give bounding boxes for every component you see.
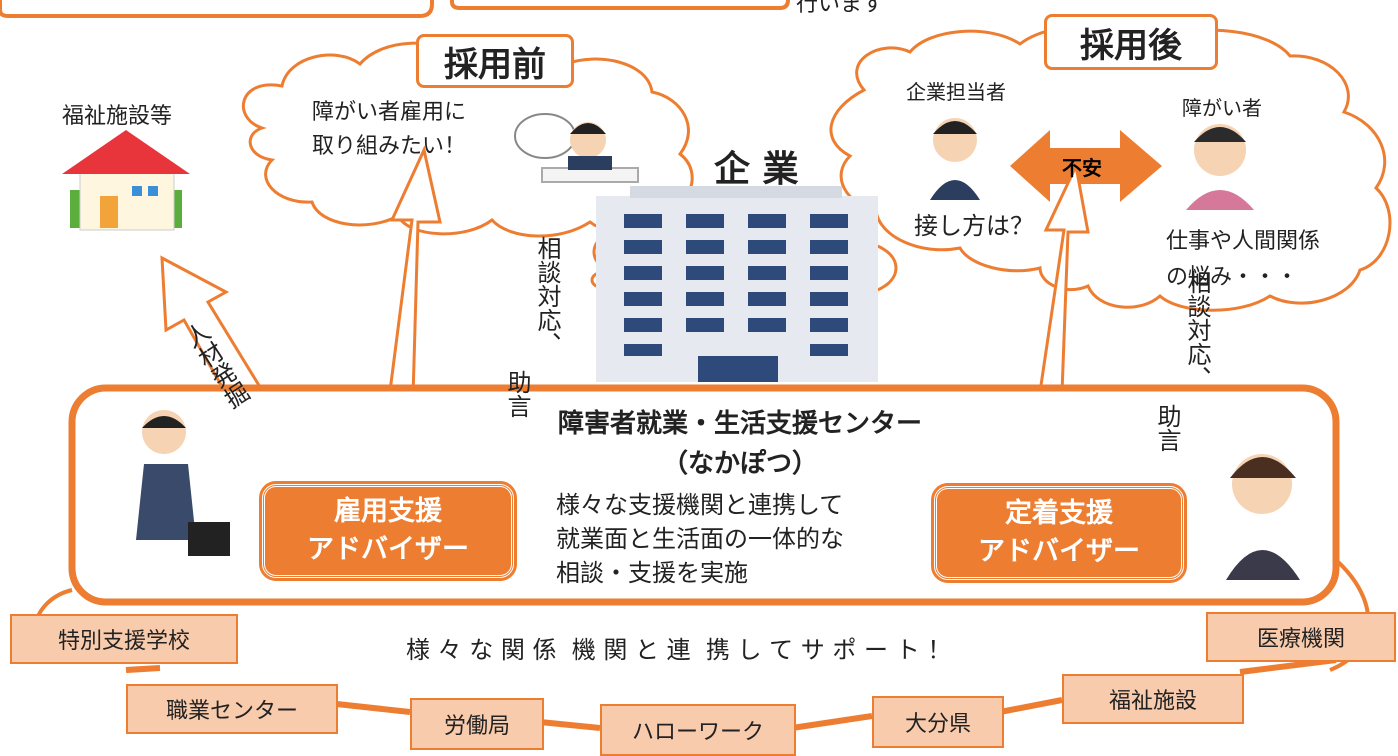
network-connectors [125,657,1337,731]
org-welfare-facility: 福祉施設 [1062,674,1244,724]
network-caption: 様 々 な 関 係 機 関 と 連 携 し て サ ポ ー ト ！ [406,636,952,664]
retention-advisor-box: 定着支援 アドバイザー [931,483,1187,583]
support-center-description: 様々な支援機関と連携して 就業面と生活面の一体的な 相談・支援を実施 [556,488,844,590]
thought-before-text: 障がい者雇用に 取り組みたい！ [312,96,466,164]
company-label: 企 業 [714,149,799,190]
walking-man-illustration [136,410,230,556]
top-left-partial-box [0,0,434,18]
speech-bubble-small [514,113,576,159]
company-staff-label: 企業担当者 [906,80,1006,104]
company-staff-question: 接し方は？ [914,212,1034,240]
after-hiring-tag: 採用後 [1044,14,1218,70]
consult-before-line2: 助言 [503,370,531,418]
consult-before-label: 相談対応、 助言 [382,236,562,418]
worried-person-illustration [1186,124,1254,210]
employment-advisor-line1: 雇用支援 [334,496,442,527]
retention-advisor-line2: アドバイザー [978,536,1140,567]
woman-illustration [1226,454,1300,580]
before-hiring-tag: 採用前 [416,34,574,88]
org-vocational-center: 職業センター [126,684,338,734]
org-labor-bureau: 労働局 [410,698,544,750]
org-medical-institution: 医療機関 [1206,612,1396,662]
top-partial-text: 行います [796,0,885,17]
thought-cloud-before [242,41,694,238]
house-illustration [62,130,190,231]
center-title-line: 障害者就業・生活支援センター [557,409,922,439]
worry-text: 仕事や人間関係 の悩み・・・ [1166,224,1320,296]
consult-after-line2: 助言 [1153,404,1181,452]
consult-after-label: 相談対応、 助言 [1032,270,1212,452]
disabled-person-label: 障がい者 [1182,96,1262,120]
man-at-desk-illustration [541,122,639,183]
center-desc-line1: 様々な支援機関と連携して [556,491,844,519]
top-middle-partial-box [450,0,790,10]
org-oita-prefecture: 大分県 [872,696,1004,748]
thought-before-line1: 障がい者雇用に [312,100,467,125]
retention-advisor-line1: 定着支援 [1005,498,1113,529]
worry-line2: の悩み・・・ [1166,265,1299,290]
thought-before-line2: 取り組みたい！ [312,134,467,159]
anxiety-label: 不安 [1062,156,1102,180]
employment-advisor-box: 雇用支援 アドバイザー [259,481,517,581]
consult-before-line1: 相談対応、 [533,236,561,356]
center-desc-line2: 就業面と生活面の一体的な [556,525,844,553]
anxiety-double-arrow [1010,130,1162,202]
company-staff-illustration [930,118,980,200]
center-desc-line3: 相談・支援を実施 [556,559,748,587]
facility-label: 福祉施設等 [62,104,173,129]
org-hello-work: ハローワーク [600,704,796,756]
center-subtitle-line: （なかぽつ） [661,449,818,479]
building-illustration [596,186,878,382]
support-center-title: 障害者就業・生活支援センター （なかぽつ） [470,404,1010,484]
org-special-support-school: 特別支援学校 [10,614,238,664]
employment-advisor-line2: アドバイザー [307,534,469,565]
worry-line1: 仕事や人間関係 [1166,229,1321,254]
consult-after-line1: 相談対応、 [1183,270,1211,390]
